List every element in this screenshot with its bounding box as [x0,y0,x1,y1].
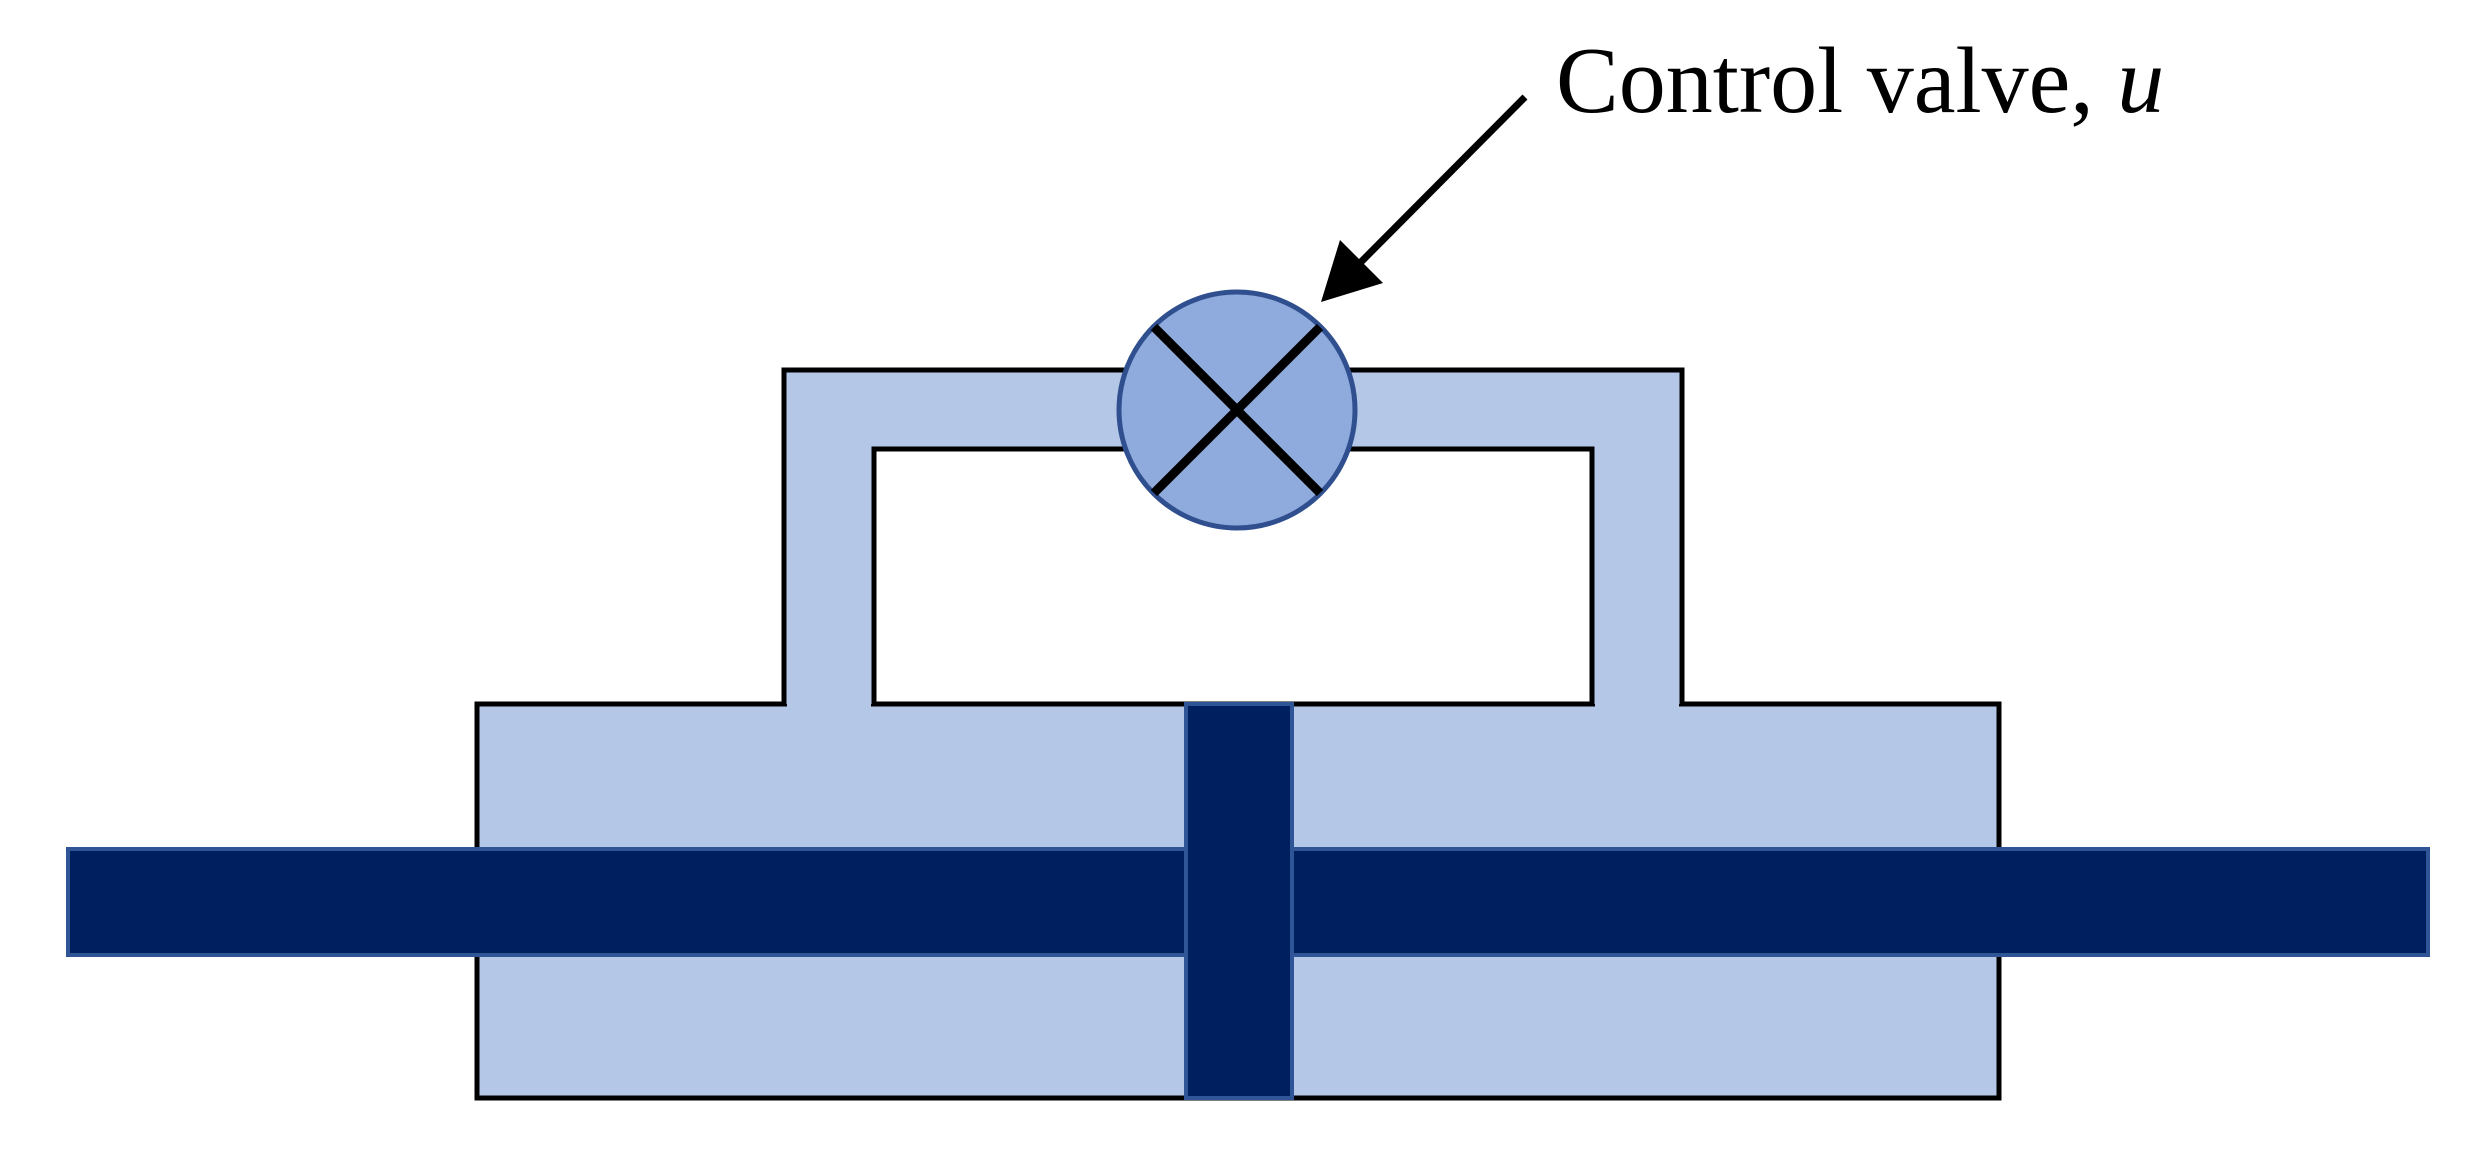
valve-cross-line-b [1150,323,1324,497]
arrow-shaft [1352,94,1528,271]
arrow-icon [1321,94,1528,302]
arrow-head [1321,240,1383,302]
control-valve-label-text: Control valve, [1556,29,2117,133]
control-valve-label-variable: u [2117,29,2164,133]
pipe-joint-left [787,698,871,710]
control-valve-label: Control valve, u [1556,29,2164,133]
piston [1184,702,1294,1100]
pipe-joint-right [1595,698,1679,710]
valve-x-icon [1116,289,1358,531]
